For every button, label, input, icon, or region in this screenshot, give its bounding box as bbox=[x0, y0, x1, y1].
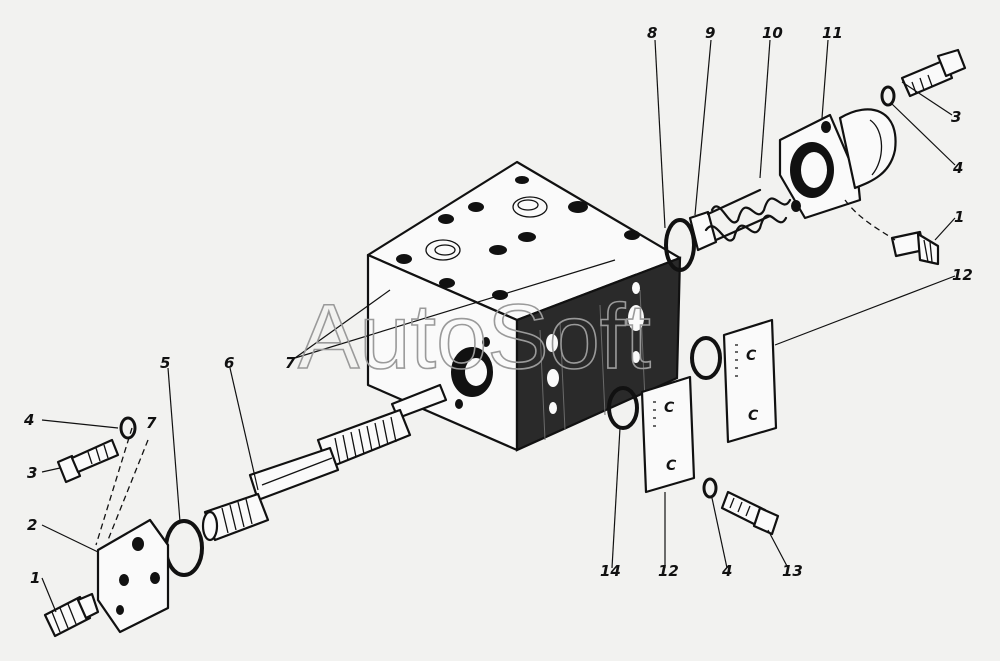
gasket-plate-bottom: C C bbox=[640, 375, 696, 494]
spring-10 bbox=[704, 188, 792, 242]
bolt-top bbox=[900, 48, 967, 98]
label-12-right: 12 bbox=[952, 266, 973, 284]
svg-text:C: C bbox=[746, 348, 757, 364]
label-7-left: 7 bbox=[285, 354, 296, 372]
label-7-cover: 7 bbox=[146, 414, 157, 432]
guide-line-right bbox=[844, 199, 896, 241]
part-labels: 8 9 10 11 3 4 1 12 7 6 5 4 7 3 2 1 14 12… bbox=[23, 24, 973, 587]
label-3-top: 3 bbox=[951, 108, 961, 126]
bolt-13 bbox=[720, 490, 780, 536]
leader-lines bbox=[41, 39, 956, 613]
label-13: 13 bbox=[782, 562, 803, 580]
cover-plate bbox=[96, 518, 170, 634]
end-cap-housing bbox=[778, 108, 897, 220]
label-6: 6 bbox=[224, 354, 234, 372]
label-4-left: 4 bbox=[23, 411, 34, 429]
washer-left bbox=[119, 416, 137, 440]
label-11: 11 bbox=[822, 24, 843, 42]
gasket-plate-right: C C bbox=[722, 318, 778, 444]
fitting-right bbox=[890, 230, 940, 266]
washer-bottom bbox=[702, 477, 718, 499]
svg-text:C: C bbox=[748, 408, 759, 424]
spool-shaft bbox=[201, 383, 448, 542]
spring-seat-9 bbox=[688, 210, 718, 252]
label-4-top: 4 bbox=[952, 159, 963, 177]
watermark: AutoSoft bbox=[298, 286, 651, 388]
label-14: 14 bbox=[600, 562, 621, 580]
washer-top bbox=[880, 85, 896, 107]
label-5: 5 bbox=[160, 354, 170, 372]
o-ring-8 bbox=[664, 218, 696, 272]
label-10: 10 bbox=[762, 24, 783, 42]
label-12-bottom: 12 bbox=[658, 562, 679, 580]
label-3-left: 3 bbox=[27, 464, 37, 482]
o-ring-14a bbox=[690, 336, 722, 380]
o-ring-14b bbox=[607, 386, 639, 430]
label-4-bottom: 4 bbox=[721, 562, 732, 580]
fitting-bottom bbox=[43, 592, 100, 638]
svg-text:C: C bbox=[664, 400, 675, 416]
bolt-left bbox=[56, 438, 120, 484]
guide-line-left bbox=[95, 427, 149, 546]
label-9: 9 bbox=[705, 24, 715, 42]
label-2: 2 bbox=[27, 516, 37, 534]
o-ring-5 bbox=[164, 519, 204, 577]
label-1-top: 1 bbox=[954, 208, 964, 226]
label-8: 8 bbox=[647, 24, 657, 42]
svg-text:C: C bbox=[666, 458, 677, 474]
label-1-bottom: 1 bbox=[30, 569, 40, 587]
